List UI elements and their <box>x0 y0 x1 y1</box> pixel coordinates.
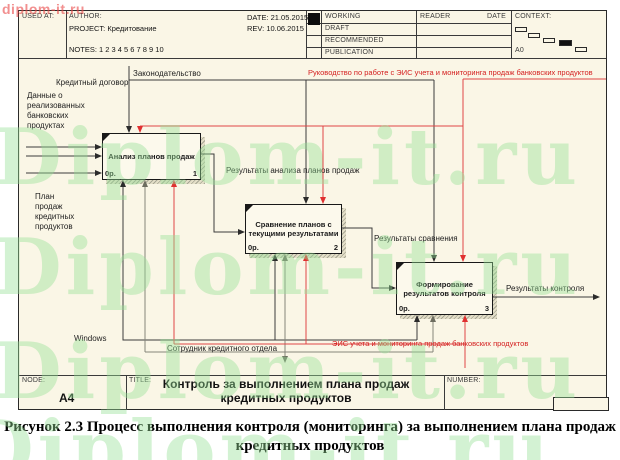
arrow-label-sold-products-data: Данные о реализованных банковских продук… <box>27 91 85 130</box>
notes-value: 1 2 3 4 5 6 7 8 9 10 <box>99 45 164 54</box>
figure-caption: Рисунок 2.3 Процесс выполнения контроля … <box>0 418 620 456</box>
status-publication: PUBLICATION <box>325 49 374 56</box>
context-current-node-box <box>559 40 572 46</box>
header-divider <box>19 58 606 59</box>
divider <box>416 11 417 58</box>
working-status-marker <box>308 13 320 25</box>
activity-1-number: 1 <box>192 169 197 178</box>
row-line <box>306 35 511 36</box>
arrow-label-analysis-results: Результаты анализа планов продаж <box>226 166 360 175</box>
number-label: NUMBER: <box>447 377 481 384</box>
notes-label: NOTES: <box>69 45 97 54</box>
footer-divider <box>19 375 606 376</box>
rev-field: REV: 10.06.2015 <box>247 24 304 33</box>
activity-3-number: 3 <box>484 304 489 313</box>
arrow-label-comparison-results: Результаты сравнения <box>374 234 458 243</box>
arrow-label-sales-plan: План продаж кредитных продуктов <box>35 192 75 231</box>
context-node-box <box>528 33 540 38</box>
reader-label: READER <box>420 13 451 20</box>
context-label: CONTEXT: <box>515 13 552 20</box>
node-label: NODE: <box>22 377 46 384</box>
activity-2-label: Сравнение планов с текущими результатами <box>248 220 339 238</box>
activity-1-label: Анализ планов продаж <box>108 152 195 161</box>
divider <box>126 375 127 410</box>
row-line <box>306 23 511 24</box>
activity-1-cost: 0р. <box>105 169 116 178</box>
notes-field: NOTES: 1 2 3 4 5 6 7 8 9 10 <box>69 45 164 54</box>
author-label: AUTHOR: <box>69 13 102 20</box>
title-label: TITLE: <box>129 377 152 384</box>
activity-3-label: Формирование результатов контроля <box>403 279 486 298</box>
divider <box>511 11 512 58</box>
status-recommended: RECOMMENDED <box>325 37 384 44</box>
diagram-title: Контроль за выполнением плана продаж кре… <box>131 377 441 405</box>
date-field: DATE: 21.05.2015 <box>247 13 308 22</box>
status-draft: DRAFT <box>325 25 350 32</box>
activity-box-1: Анализ планов продаж 0р. 1 <box>102 133 201 180</box>
diagram-title-line1: Контроль за выполнением плана продаж <box>162 377 410 391</box>
date-value: 21.05.2015 <box>270 13 309 22</box>
date-col-label: DATE <box>487 13 506 20</box>
figure-caption-line1: Рисунок 2.3 Процесс выполнения контроля … <box>4 419 616 435</box>
arrow-label-eis-manual: Руководство по работе с ЭИС учета и мони… <box>308 68 593 77</box>
arrow-label-legislation: Законодательство <box>133 69 201 78</box>
activity-3-cost: 0р. <box>399 304 410 313</box>
arrow-label-credit-contract: Кредитный договор <box>56 78 129 87</box>
node-value: A4 <box>59 391 75 405</box>
activity-box-3: Формирование результатов контроля 0р. 3 <box>396 262 493 315</box>
arrow-label-windows: Windows <box>74 334 107 343</box>
diagram-title-line2: кредитных продуктов <box>220 391 352 405</box>
date-label: DATE: <box>247 13 269 22</box>
number-field-box <box>553 397 609 411</box>
rev-value: 10.06.2015 <box>266 24 304 33</box>
project-label: PROJECT: <box>69 24 106 33</box>
idef0-form-sheet: USED AT: AUTHOR: PROJECT: Кредитование N… <box>18 10 609 411</box>
project-value: Кредитование <box>107 24 157 33</box>
divider <box>306 11 307 58</box>
activity-2-cost: 0р. <box>248 243 259 252</box>
context-node-box <box>575 47 587 52</box>
arrow-label-eis-system: ЭИС учета и мониторинга продаж банковски… <box>332 339 529 348</box>
divider <box>321 11 322 58</box>
rev-label: REV: <box>247 24 265 33</box>
divider <box>66 11 67 58</box>
row-line <box>306 47 511 48</box>
activity-2-number: 2 <box>333 243 338 252</box>
figure-caption-line2: кредитных продуктов <box>235 438 385 454</box>
context-node-box <box>515 27 527 32</box>
activity-box-2: Сравнение планов с текущими результатами… <box>245 204 342 254</box>
arrow-label-control-results: Результаты контроля <box>506 284 585 293</box>
status-working: WORKING <box>325 13 361 20</box>
arrow-label-credit-officer: Сотрудник кредитного отдела <box>167 344 278 353</box>
project-field: PROJECT: Кредитование <box>69 24 157 33</box>
context-node-id: A0 <box>515 47 524 54</box>
used-at-label: USED AT: <box>22 13 55 20</box>
context-node-box <box>543 38 555 43</box>
divider <box>444 375 445 410</box>
